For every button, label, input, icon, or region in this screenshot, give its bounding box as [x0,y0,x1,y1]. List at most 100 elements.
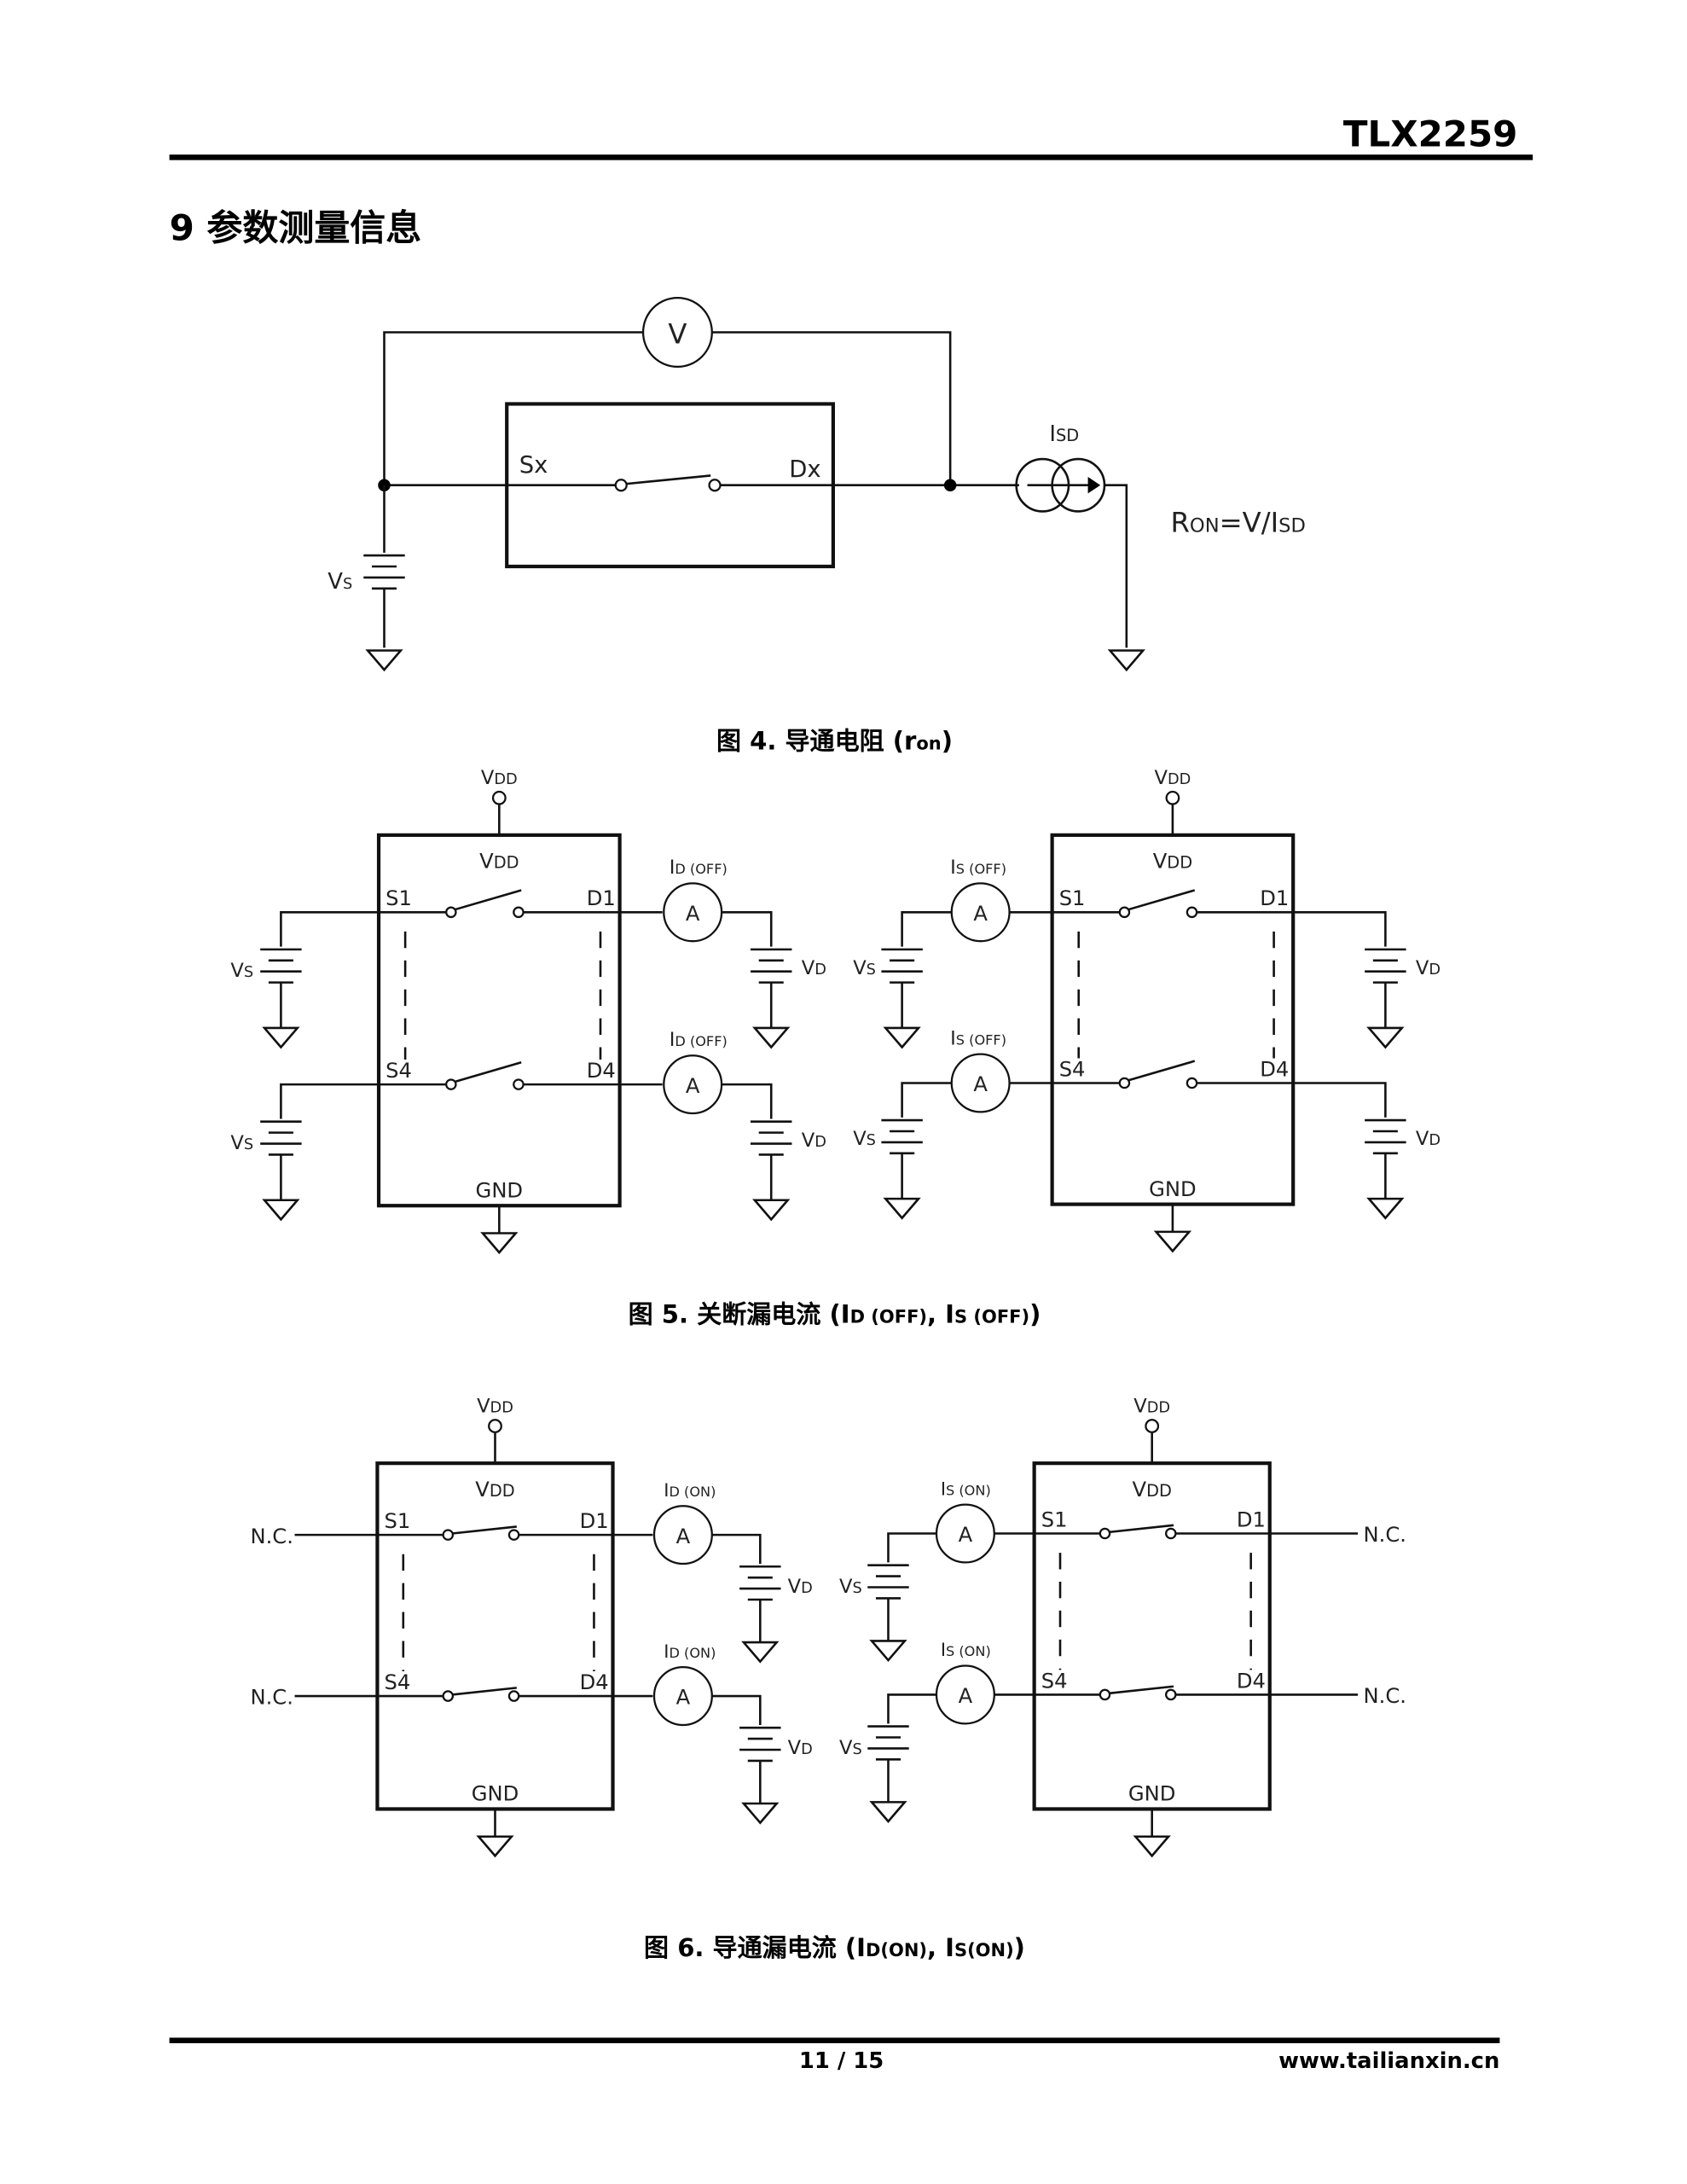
vdd-terminal [1145,1419,1160,1433]
vd-label: VD [1416,957,1441,979]
ground-icon [869,1640,907,1663]
voltmeter-wire-left [383,331,644,485]
vs-label: VS [853,1128,876,1150]
drain-battery-wire [1293,1082,1387,1118]
switch-terminal [513,906,525,919]
figure-5-caption: 图 5. 关断漏电流 (ID (OFF), IS (OFF)) [629,1299,1041,1328]
switch-terminal [513,1078,525,1090]
gnd-label: GND [472,1782,519,1806]
gnd-label: GND [1128,1782,1176,1806]
switch-ic-box [1050,833,1296,1206]
voltmeter-label: V [668,317,687,350]
pin-label-d4: D4 [580,1670,609,1694]
vs-label: VS [328,569,352,595]
vd-label: VD [788,1576,813,1598]
switch-blade-closed [1109,1524,1174,1534]
pin-label-s1: S1 [1041,1507,1068,1531]
drain-battery-wire [722,1083,773,1119]
vs-label: VS [853,957,876,979]
switch-terminal [1186,1077,1198,1089]
switch-terminal [1118,1077,1131,1089]
switch-blade-closed [451,1687,517,1696]
ground-icon [869,1801,907,1823]
pin-label-d4: D4 [1237,1669,1266,1693]
pin-label-s1: S1 [386,886,412,910]
switch-terminal-right [708,479,722,492]
ground-icon [883,1197,921,1220]
pin-label-s4: S4 [384,1670,410,1694]
source-battery-wire [887,1532,936,1563]
ron-formula: RON=V/ISD [1170,507,1305,539]
switch-ic-box [375,1461,615,1811]
switch-terminal [445,906,457,919]
pin-label-d1: D1 [1260,886,1289,910]
website-link[interactable]: www.tailianxin.cn [1278,2048,1499,2074]
vs-label: VS [230,1132,253,1154]
switch-terminal [1099,1527,1111,1540]
vdd-pin-label: VDD [481,767,518,789]
vdd-internal-label: VDD [475,1478,514,1502]
switch-terminal [1099,1688,1111,1701]
is-on-label: IS (ON) [941,1478,991,1499]
ammeter-label: A [676,1525,691,1548]
drain-battery-wire [711,1694,762,1725]
vs-label: VS [839,1737,862,1759]
current-source-icon [1015,457,1106,513]
pin-sx: Sx [519,452,548,479]
drain-battery-wire [722,910,773,947]
pin-label-d4: D4 [587,1059,616,1083]
voltmeter-icon [641,296,713,368]
vdd-terminal [491,790,507,805]
ammeter-label: A [959,1523,973,1547]
ground-icon [883,1026,921,1049]
id-off-label: ID (OFF) [670,1029,728,1051]
pin-label-s4: S4 [1041,1669,1068,1693]
vs-label: VS [230,960,253,982]
switch-blade-closed [1109,1685,1174,1695]
pin-label-d4: D4 [1260,1057,1289,1081]
part-number: TLX2259 [1343,113,1518,155]
ground-icon [476,1835,514,1858]
nc-label: N.C. [250,1525,293,1548]
switch-blade-closed [451,1525,517,1535]
vd-label: VD [788,1737,813,1759]
id-off-label: ID (OFF) [670,857,728,879]
source-battery-wire [887,1693,936,1724]
vdd-internal-label: VDD [479,850,519,874]
vdd-internal-label: VDD [1132,1478,1171,1502]
nc-label: N.C. [1364,1684,1406,1708]
ammeter-label: A [973,902,988,926]
ground-icon [480,1232,519,1255]
pin-label-s1: S1 [1059,886,1086,910]
switch-blade-open [455,1061,522,1083]
switch-terminal [1164,1527,1177,1540]
return-wire [1104,484,1128,648]
junction-node-right [943,479,957,491]
switch-terminal [1118,906,1131,919]
figure-4-caption: 图 4. 导通电阻 (ron) [716,727,953,756]
nc-label: N.C. [1364,1523,1406,1547]
switch-terminal [1164,1688,1177,1701]
pin-label-s1: S1 [384,1509,410,1533]
switch-terminal [445,1078,457,1090]
ground-icon [1153,1230,1192,1253]
ground-icon [1109,649,1145,671]
source-wire [280,1083,380,1119]
switch-terminal [1186,906,1198,919]
ground-icon [741,1802,780,1825]
switch-blade-open [455,889,522,911]
vdd-terminal [1165,790,1180,805]
pin-label-d1: D1 [587,886,616,910]
ammeter-label: A [686,1074,700,1098]
nc-label: N.C. [250,1686,293,1710]
switch-terminal [507,1690,520,1702]
pin-dx: Dx [789,456,820,483]
voltmeter-wire-right [711,331,952,485]
ground-icon [262,1026,300,1049]
switch-blade-open [1128,889,1196,911]
vd-label: VD [1416,1128,1441,1150]
switch-blade [626,474,711,485]
header-rule [169,154,1533,160]
